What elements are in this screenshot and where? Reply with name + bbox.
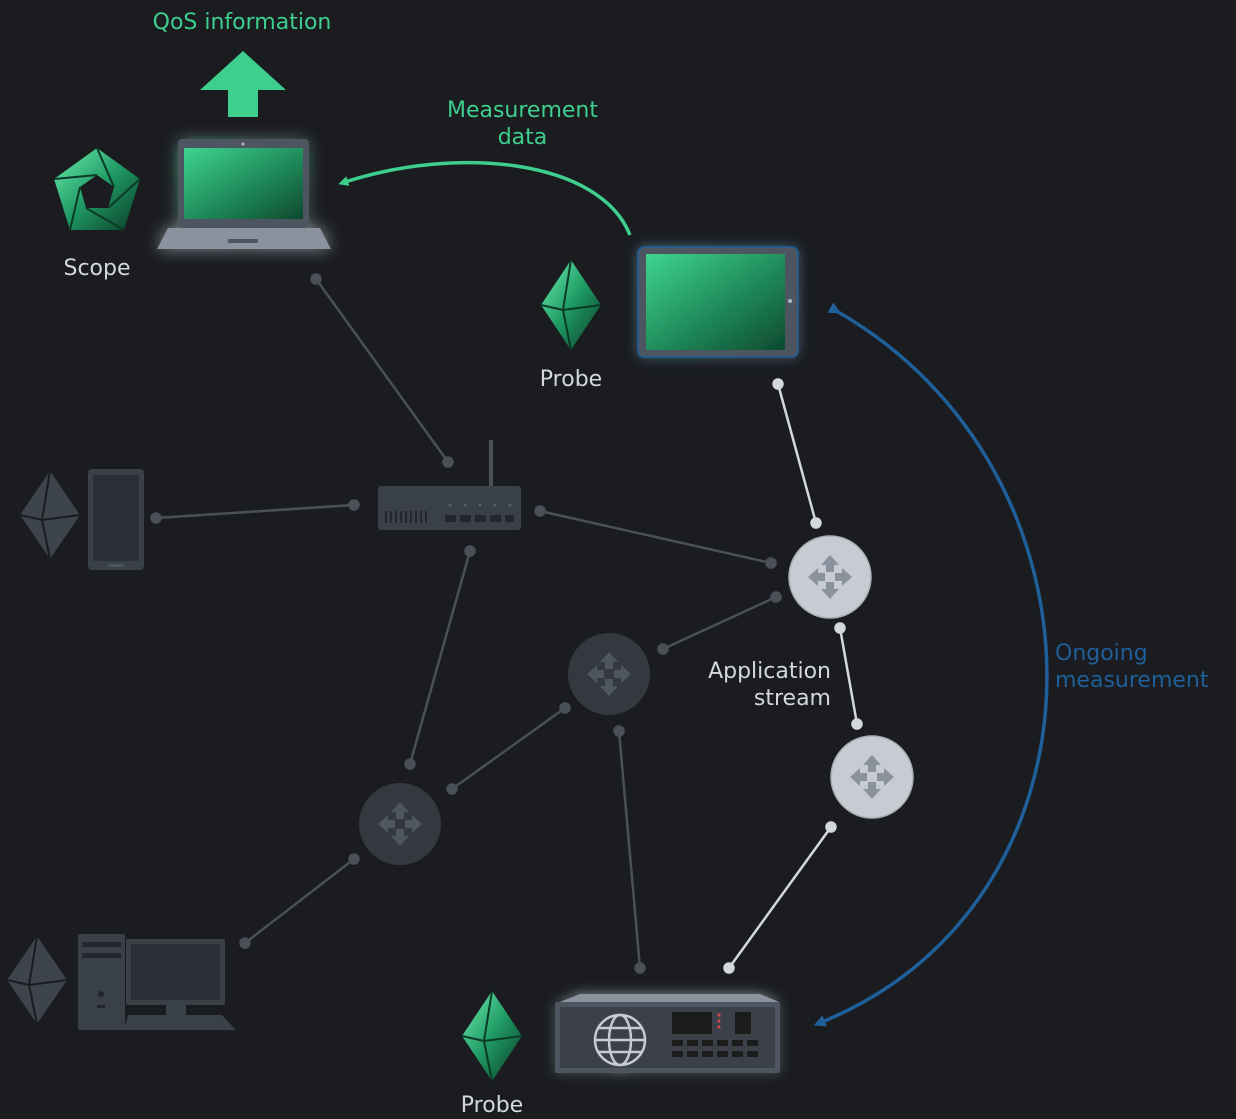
measurement-data-line1: Measurement [446,98,599,123]
link-router1-router2 [838,627,859,725]
upload-arrow-icon [200,51,286,117]
router-icon [830,735,914,819]
router-icon [788,535,872,619]
wifi-router-icon [378,440,521,530]
desktop-computer-icon [78,934,236,1030]
measurement-data-line2: data [497,125,548,150]
ongoing-measurement-line2: measurement [1055,668,1209,693]
link-router3-router4 [451,706,566,791]
link-tablet-router1 [776,383,818,524]
application-stream-label: Application stream [660,658,831,712]
link-phone-wifi [155,503,355,520]
measurement-data-label: Measurement data [420,97,625,151]
ongoing-measurement-line1: Ongoing [1055,641,1148,666]
link-router2-server [727,826,833,969]
rack-server-icon [555,994,780,1073]
ongoing-measurement-label: Ongoing measurement [1055,640,1233,694]
link-router1-router3 [662,595,777,651]
probe-server-label: Probe [460,1093,524,1118]
link-router4-desktop [244,858,355,944]
scope-label: Scope [63,256,131,281]
link-router3-server [617,730,642,969]
measurement-data-arrow [338,160,632,236]
router-icon [568,633,650,715]
probe-tablet-label: Probe [539,367,603,392]
smartphone-icon [88,469,144,570]
ongoing-measurement-arrow [813,302,1049,1027]
inactive-links [150,273,782,974]
probe-crystal-icon [19,470,81,560]
application-stream-line2: stream [753,686,831,711]
probe-crystal-icon [461,990,523,1082]
link-laptop-wifi [314,278,450,463]
scope-logo-icon [53,147,141,231]
tablet-icon [637,246,799,358]
laptop-icon [157,139,331,249]
probe-crystal-icon [6,935,68,1025]
router-icon [359,783,441,865]
link-wifi-router1 [539,509,772,565]
link-wifi-router4 [408,550,472,765]
qos-information-label: QoS information [152,10,332,35]
application-stream-line1: Application [708,659,831,684]
probe-crystal-icon [540,259,602,351]
